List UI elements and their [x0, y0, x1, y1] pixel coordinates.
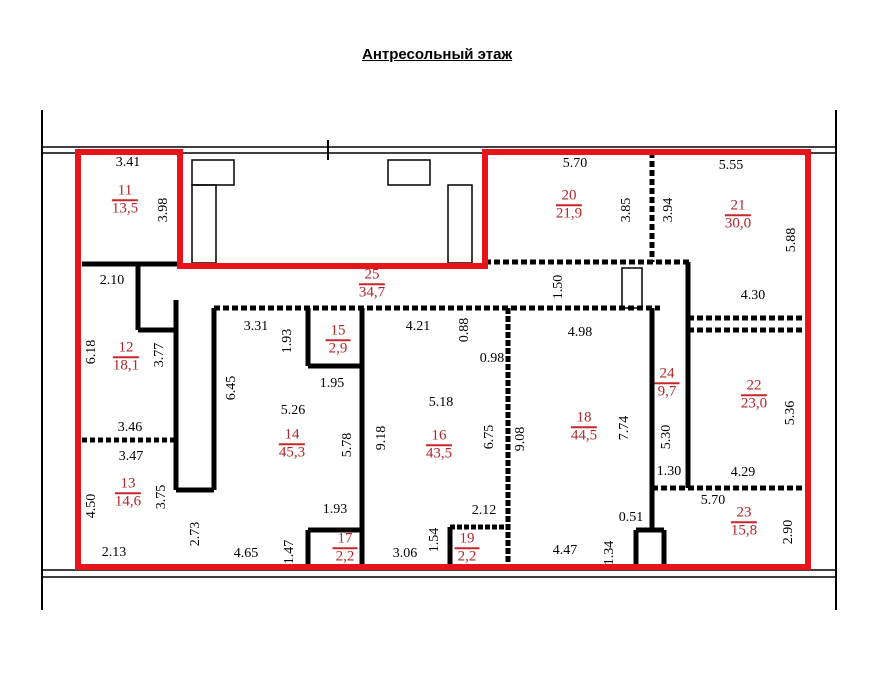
room-area: 2,2	[335, 548, 355, 564]
dimension-label: 5.30	[659, 424, 674, 450]
dimension-label: 5.70	[562, 156, 588, 171]
dimension-label: 3.85	[619, 197, 634, 223]
dimension-label: 0.98	[479, 351, 505, 366]
room-number: 21	[724, 197, 752, 216]
room-number: 12	[112, 339, 140, 358]
dimension-label: 0.51	[618, 510, 644, 525]
room-area: 30,0	[724, 215, 752, 231]
dimension-label: 4.98	[567, 325, 593, 340]
rental-area-outline	[75, 149, 811, 570]
interior-walls	[82, 152, 808, 567]
room-number: 13	[114, 475, 142, 494]
dimension-label: 3.98	[156, 197, 171, 223]
dimension-label: 9.08	[513, 426, 528, 452]
room-area: 2,2	[457, 548, 477, 564]
room-number: 11	[111, 182, 139, 201]
dimension-label: 5.88	[784, 227, 799, 253]
room-number: 23	[730, 504, 758, 523]
staircases	[191, 159, 643, 309]
dimension-label: 5.36	[783, 400, 798, 426]
dimension-label: 4.21	[405, 319, 431, 334]
room-number: 17	[332, 530, 358, 549]
dimension-label: 2.12	[471, 503, 497, 518]
dimension-label: 1.93	[322, 502, 348, 517]
dimension-label: 3.46	[117, 420, 143, 435]
room-area: 43,5	[425, 445, 453, 461]
dimension-label: 6.75	[482, 424, 497, 450]
dimension-label: 1.34	[602, 540, 617, 566]
dimension-label: 5.70	[700, 493, 726, 508]
dimension-label: 2.10	[99, 273, 125, 288]
dimension-label: 4.30	[740, 288, 766, 303]
dimension-label: 5.26	[280, 403, 306, 418]
room-area: 44,5	[570, 427, 598, 443]
room-number: 25	[358, 266, 386, 285]
room-area: 13,5	[111, 200, 139, 216]
dimension-label: 3.94	[661, 197, 676, 223]
dimension-label: 1.95	[319, 376, 345, 391]
dimension-label: 6.18	[84, 339, 99, 365]
room-area: 2,9	[328, 340, 348, 356]
dimension-label: 4.50	[84, 493, 99, 519]
room-area: 23,0	[740, 395, 768, 411]
dimension-label: 6.45	[224, 375, 239, 401]
dimension-label: 7.74	[617, 415, 632, 441]
dimension-label: 5.55	[718, 158, 744, 173]
dimension-label: 4.47	[552, 543, 578, 558]
room-number: 20	[555, 187, 583, 206]
dimension-label: 1.93	[280, 328, 295, 354]
room-area: 21,9	[555, 205, 583, 221]
room-area: 45,3	[278, 444, 306, 460]
dimension-label: 0.88	[457, 317, 472, 343]
dimension-label: 4.65	[233, 546, 259, 561]
room-number: 18	[570, 409, 598, 428]
room-number: 15	[325, 322, 351, 341]
plan-title: Антресольный этаж	[362, 46, 513, 63]
dimension-label: 1.50	[551, 274, 566, 300]
room-area: 15,8	[730, 522, 758, 538]
dimension-label: 5.78	[340, 432, 355, 458]
dimension-label: 3.75	[154, 484, 169, 510]
dimension-label: 4.29	[730, 465, 756, 480]
room-area: 34,7	[358, 284, 386, 300]
room-area: 14,6	[114, 493, 142, 509]
dimension-label: 5.18	[428, 395, 454, 410]
dimension-label: 3.41	[115, 155, 141, 170]
dimension-label: 1.47	[282, 539, 297, 565]
dimension-label: 3.47	[118, 449, 144, 464]
dimension-label: 3.31	[243, 319, 269, 334]
room-area: 18,1	[112, 357, 140, 373]
room-number: 22	[740, 377, 768, 396]
room-area: 9,7	[657, 383, 677, 399]
dimension-label: 2.13	[101, 545, 127, 560]
dimension-label: 2.73	[188, 521, 203, 547]
dimension-label: 9.18	[374, 425, 389, 451]
dimension-label: 3.06	[392, 546, 418, 561]
dimension-label: 2.90	[781, 519, 796, 545]
room-number: 16	[425, 427, 453, 446]
room-number: 19	[454, 530, 480, 549]
room-number: 24	[654, 365, 680, 384]
dimension-label: 1.54	[427, 527, 442, 553]
dimension-label: 3.77	[152, 342, 167, 368]
dimension-label: 1.30	[656, 464, 682, 479]
room-number: 14	[278, 426, 306, 445]
